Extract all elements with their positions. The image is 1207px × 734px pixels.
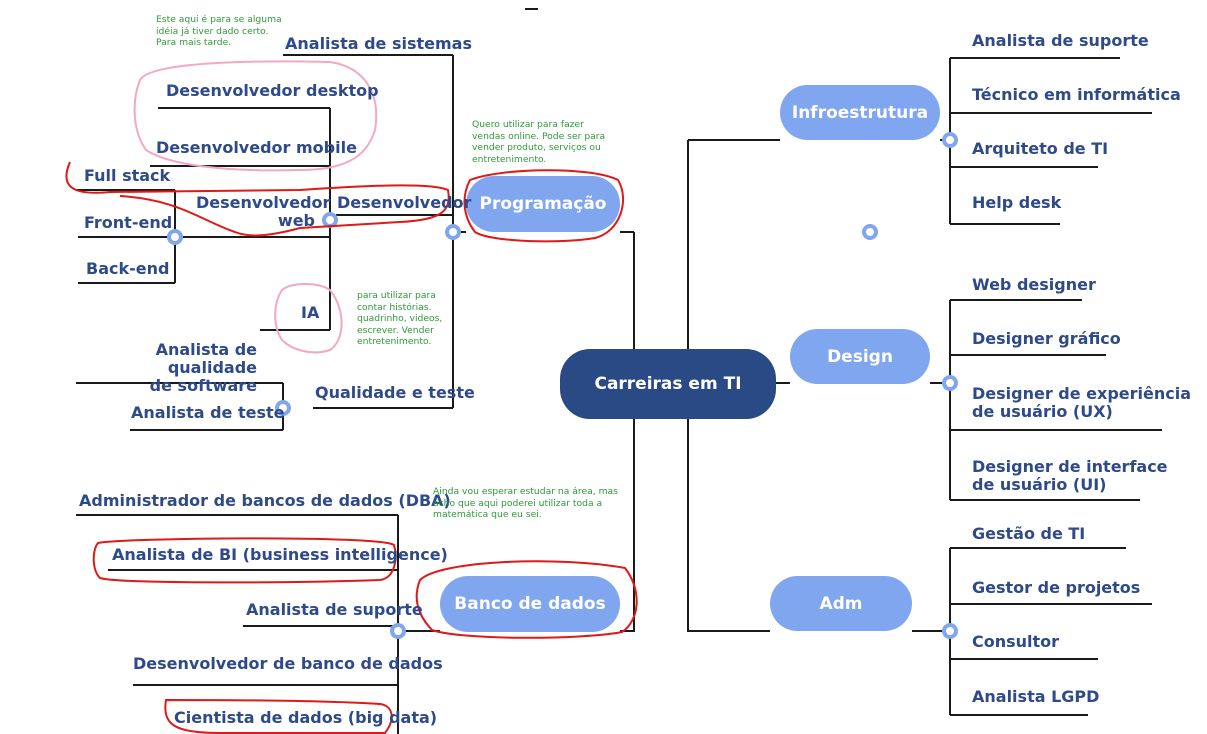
item-consultor[interactable]: Consultor: [972, 632, 1060, 651]
item-analista-de-teste[interactable]: Analista de teste: [131, 403, 285, 422]
item-desenvolvedor-mobile[interactable]: Desenvolvedor mobile: [156, 138, 357, 157]
note-programacao: Quero utilizar para fazer vendas online.…: [472, 119, 606, 165]
note-banco: Ainda vou esperar estudar na área, mas a…: [433, 486, 618, 520]
node-web: [167, 229, 183, 245]
item-arquiteto-de-ti[interactable]: Arquiteto de TI: [972, 139, 1109, 158]
item-infra-analista-de-suporte[interactable]: Analista de suporte: [972, 31, 1149, 50]
note-desenvolvedor: Este aqui é para se alguma idéia já tive…: [156, 14, 282, 48]
topic-infraestrutura[interactable]: Infroestrutura: [780, 85, 940, 140]
topic-banco-de-dados[interactable]: Banco de dados: [440, 576, 620, 632]
node-adm: [942, 623, 958, 639]
item-help-desk[interactable]: Help desk: [972, 193, 1062, 212]
topic-programacao[interactable]: Programação: [466, 176, 620, 232]
item-web-designer[interactable]: Web designer: [972, 275, 1096, 294]
item-designer-ui[interactable]: Designer de interface de usuário (UI): [972, 457, 1168, 494]
item-desenvolvedor-de-banco[interactable]: Desenvolvedor de banco de dados: [133, 654, 443, 673]
item-back-end[interactable]: Back-end: [86, 259, 170, 278]
item-analista-de-bi[interactable]: Analista de BI (business intelligence): [112, 545, 448, 564]
red-markings: [65, 161, 638, 734]
node-programacao: [445, 224, 461, 240]
node-desenvolvedor: [322, 212, 338, 228]
pink-markings: [133, 60, 378, 354]
note-ia: para utilizar para contar histórias. qua…: [357, 290, 443, 347]
topic-design[interactable]: Design: [790, 329, 930, 384]
item-tecnico-em-informatica[interactable]: Técnico em informática: [972, 85, 1181, 104]
node-infra: [942, 132, 958, 148]
item-analista-de-sistemas[interactable]: Analista de sistemas: [285, 34, 472, 53]
center-node[interactable]: Carreiras em TI: [560, 349, 776, 419]
item-front-end[interactable]: Front-end: [84, 213, 173, 232]
node-design: [942, 375, 958, 391]
item-analista-lgpd[interactable]: Analista LGPD: [972, 687, 1100, 706]
item-qualidade-e-teste[interactable]: Qualidade e teste: [315, 383, 475, 402]
item-analista-de-qualidade[interactable]: Analista de qualidade de software: [149, 340, 257, 395]
item-desenvolvedor[interactable]: Desenvolvedor: [337, 193, 472, 212]
item-desenvolvedor-desktop[interactable]: Desenvolvedor desktop: [166, 81, 379, 100]
item-desenvolvedor-web[interactable]: Desenvolvedor web: [196, 193, 331, 230]
item-gestao-de-ti[interactable]: Gestão de TI: [972, 524, 1086, 543]
node-qualidade: [275, 400, 291, 416]
topic-adm[interactable]: Adm: [770, 576, 912, 631]
item-full-stack[interactable]: Full stack: [84, 166, 171, 185]
item-designer-ux[interactable]: Designer de experiência de usuário (UX): [972, 384, 1192, 421]
item-gestor-de-projetos[interactable]: Gestor de projetos: [972, 578, 1141, 597]
node-banco: [390, 623, 406, 639]
item-cientista-de-dados[interactable]: Cientista de dados (big data): [174, 708, 438, 727]
node-circles: [167, 132, 958, 639]
item-dba[interactable]: Administrador de bancos de dados (DBA): [79, 491, 451, 510]
node-floating: [862, 224, 878, 240]
item-ia[interactable]: IA: [301, 303, 320, 322]
item-designer-grafico[interactable]: Designer gráfico: [972, 329, 1121, 348]
item-banco-analista-de-suporte[interactable]: Analista de suporte: [246, 600, 423, 619]
